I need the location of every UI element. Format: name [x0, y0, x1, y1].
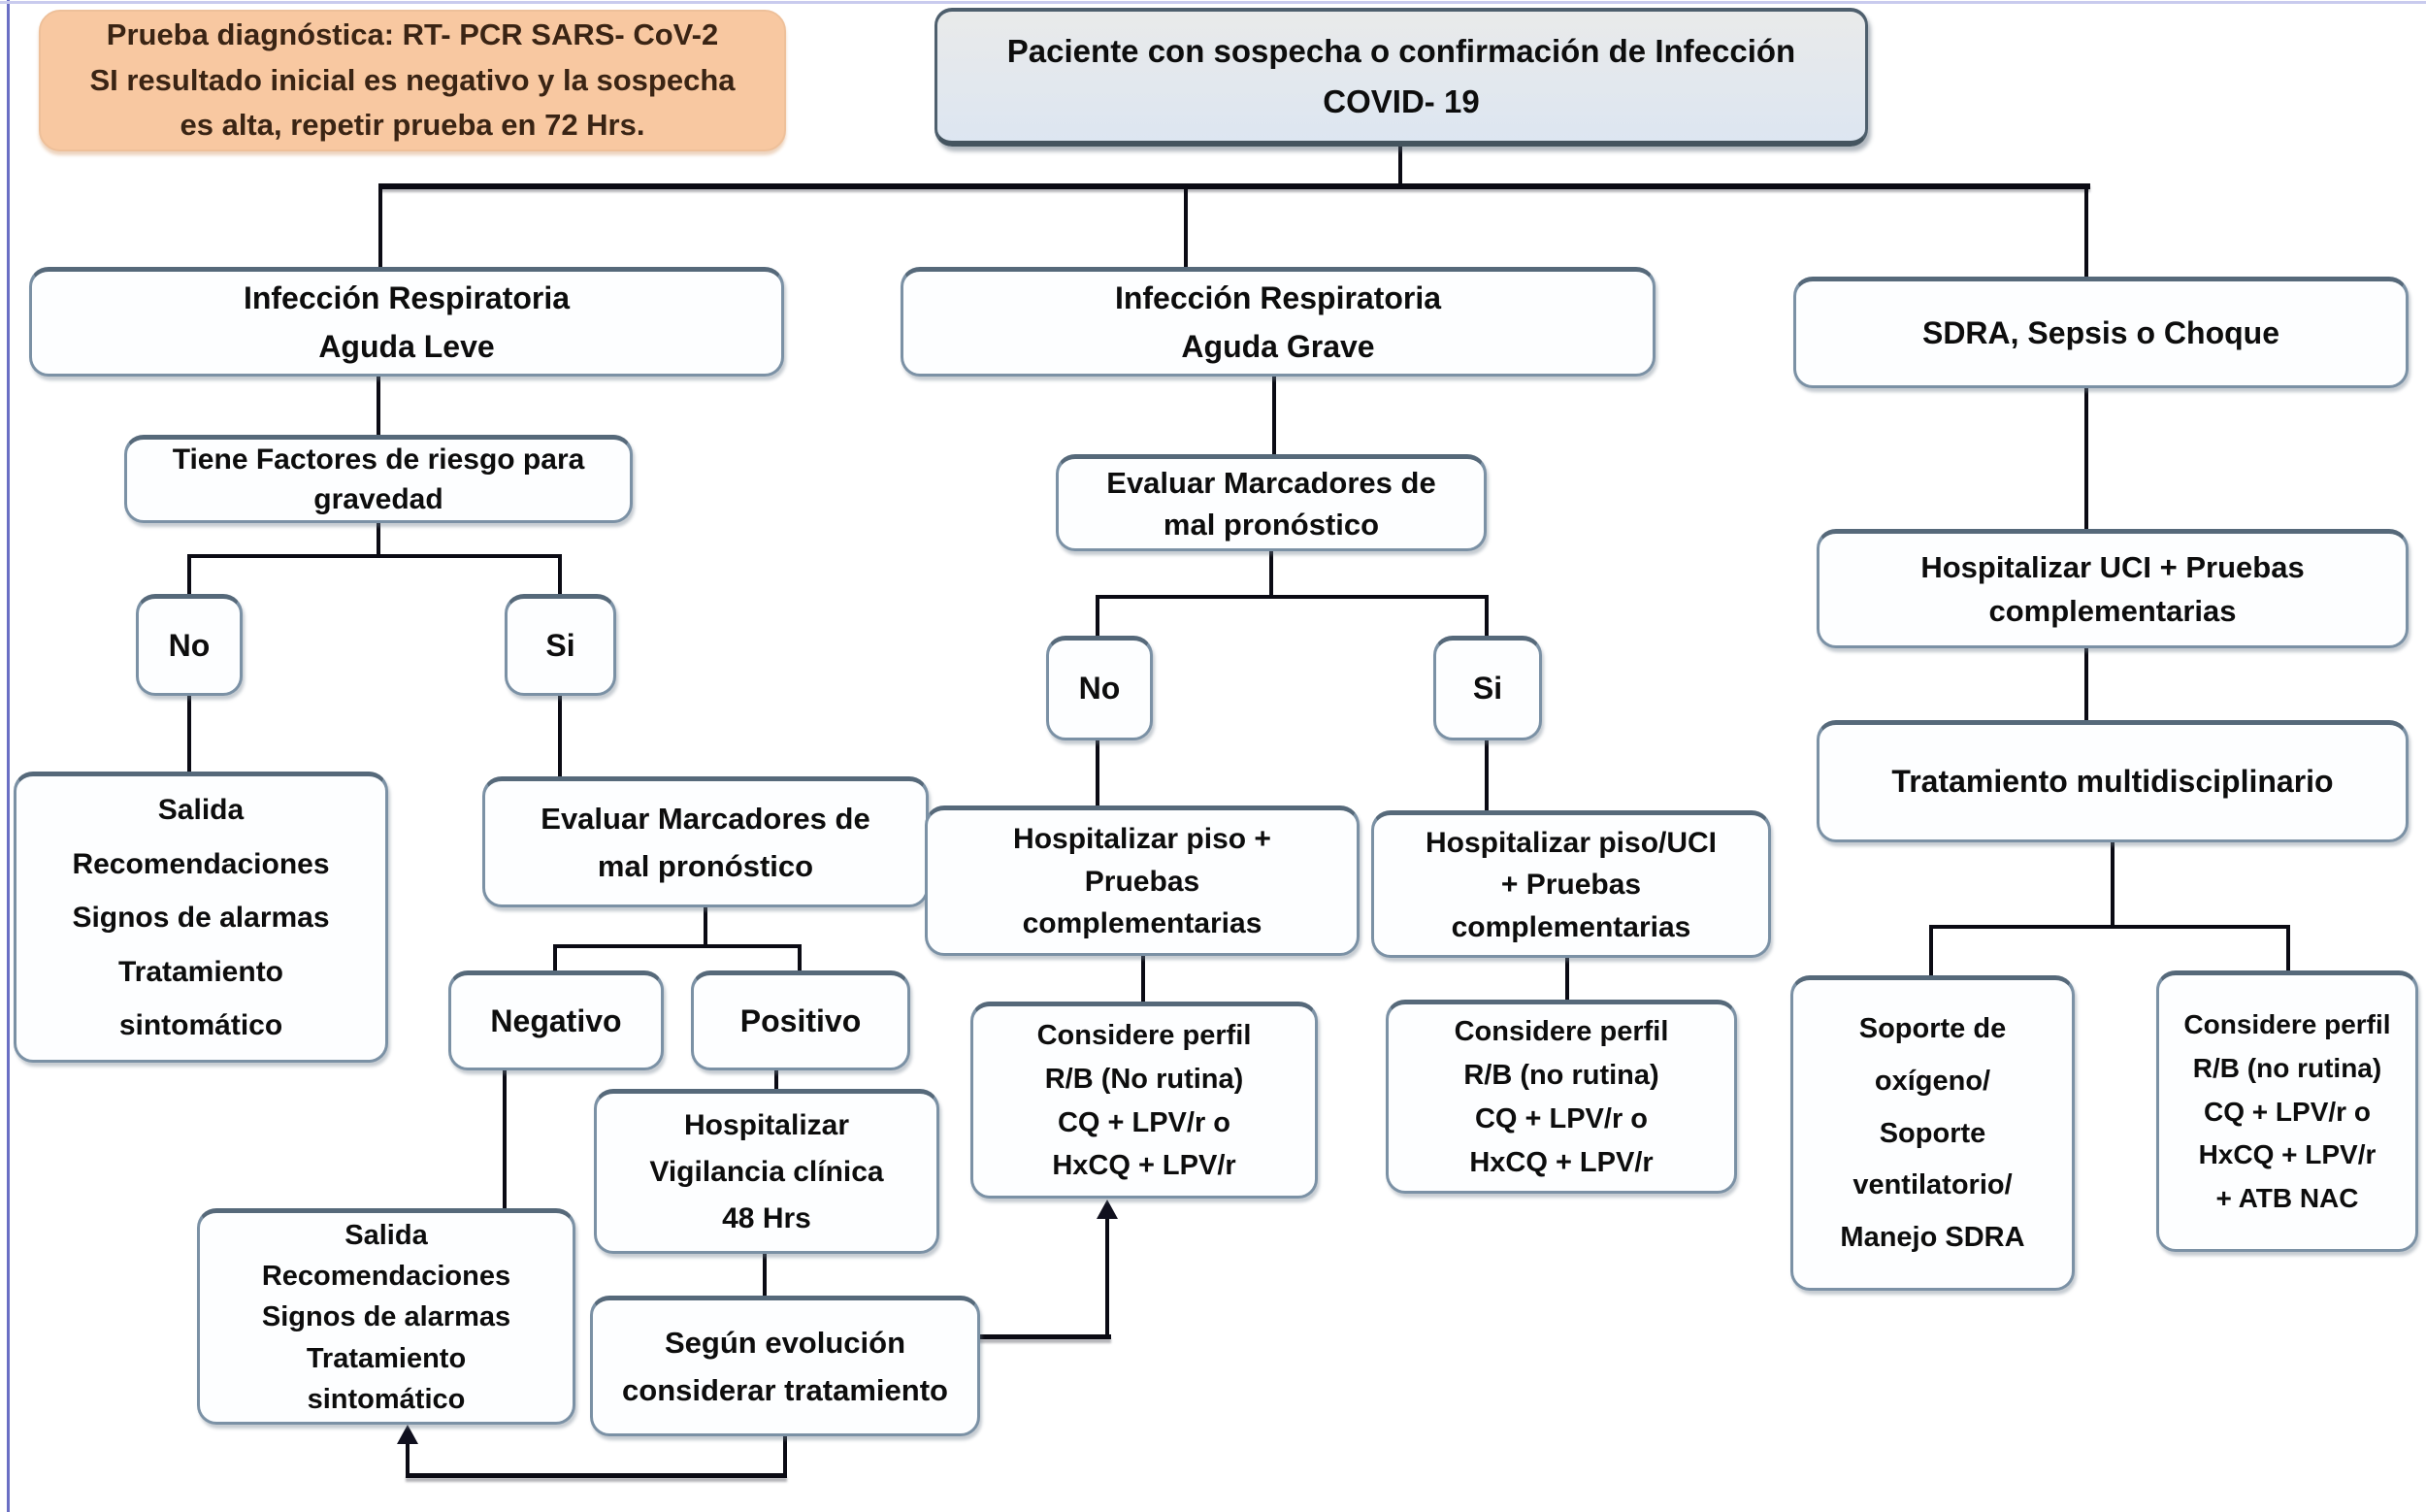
node-hospitalizar-piso-uci: Hospitalizar piso/UCI + Pruebas compleme… — [1371, 810, 1771, 958]
arrowhead-salida2 — [397, 1425, 418, 1444]
connector-msi-drop — [1485, 595, 1489, 638]
node-evaluar-marcadores-left: Evaluar Marcadores de mal pronóstico — [482, 776, 929, 907]
connector-si-evaluar — [558, 694, 562, 778]
node-ira-grave: Infección Respiratoria Aguda Grave — [901, 267, 1656, 377]
connector-bottom-up — [406, 1442, 410, 1477]
connector-soporte-drop — [1929, 925, 1933, 977]
connector-negpos-split — [553, 944, 802, 948]
connector-neg-salida2 — [503, 1068, 507, 1210]
connector-segun-down — [783, 1434, 787, 1477]
connector-hospsi-considere — [1565, 954, 1569, 1002]
connector-hosp-segun — [763, 1252, 767, 1298]
node-evaluar-marcadores-mid: Evaluar Marcadores de mal pronóstico — [1056, 454, 1487, 551]
connector-rcons-drop — [2286, 925, 2290, 972]
node-sdra-sepsis: SDRA, Sepsis o Choque — [1793, 277, 2409, 388]
node-positivo: Positivo — [691, 970, 910, 1070]
connector-pos-hospitalizar — [774, 1068, 778, 1092]
node-considere-perfil-atb: Considere perfil R/B (no rutina) CQ + LP… — [2156, 970, 2418, 1252]
node-segun-evolucion: Según evolución considerar tratamiento — [590, 1296, 980, 1436]
connector-uci-tratamiento — [2084, 646, 2088, 722]
connector-hospno-considere — [1141, 954, 1145, 1003]
node-salida-2: Salida Recomendaciones Signos de alarmas… — [197, 1208, 575, 1425]
connector-segun-right — [978, 1334, 1111, 1339]
node-tratamiento-multi: Tratamiento multidisciplinario — [1817, 720, 2409, 842]
node-mid-no: No — [1046, 636, 1153, 740]
page-top-border — [0, 1, 2426, 4]
connector-factores-stem — [377, 521, 380, 558]
connector-sdra-uci — [2084, 386, 2088, 531]
node-left-no: No — [136, 594, 243, 696]
node-left-si: Si — [505, 594, 616, 696]
node-negativo: Negativo — [448, 970, 664, 1070]
connector-lsi-drop — [558, 554, 562, 597]
connector-tratamiento-stem — [2111, 840, 2115, 929]
node-hospitalizar-vigilancia: Hospitalizar Vigilancia clínica 48 Hrs — [594, 1089, 939, 1254]
connector-evaluar-stem — [704, 905, 707, 948]
node-salida-1: Salida Recomendaciones Signos de alarmas… — [14, 772, 388, 1063]
connector-no-salida — [187, 694, 191, 773]
connector-drop-left — [378, 183, 382, 269]
node-ira-leve: Infección Respiratoria Aguda Leve — [29, 267, 784, 377]
node-paciente-covid: Paciente con sospecha o confirmación de … — [934, 8, 1868, 147]
connector-pos-drop — [798, 944, 802, 973]
note-prueba-diagnostica: Prueba diagnóstica: RT- PCR SARS- CoV-2 … — [39, 10, 786, 151]
page-left-border — [7, 0, 10, 1512]
connector-mid-split — [1096, 595, 1489, 599]
connector-neg-drop — [553, 944, 557, 973]
connector-msi-hosp — [1485, 739, 1489, 812]
node-factores-riesgo: Tiene Factores de riesgo para gravedad — [124, 435, 633, 523]
node-soporte: Soporte de oxígeno/ Soporte ventilatorio… — [1790, 975, 2075, 1291]
connector-left-split — [187, 554, 562, 558]
connector-leve-factores — [377, 375, 380, 437]
connector-mevaluar-stem — [1269, 549, 1273, 599]
connector-root-stem — [1398, 146, 1402, 186]
node-considere-perfil-no: Considere perfil R/B (No rutina) CQ + LP… — [970, 1002, 1318, 1199]
connector-drop-right — [2084, 183, 2088, 279]
node-considere-perfil-si: Considere perfil R/B (no rutina) CQ + LP… — [1386, 1000, 1737, 1194]
connector-bottom — [406, 1473, 787, 1478]
node-mid-si: Si — [1433, 636, 1542, 740]
connector-drop-middle — [1184, 183, 1188, 269]
node-hospitalizar-piso: Hospitalizar piso + Pruebas complementar… — [925, 805, 1360, 956]
connector-lno-drop — [187, 554, 191, 597]
arrowhead-considere — [1097, 1200, 1118, 1219]
connector-main-split — [380, 183, 2090, 189]
connector-right-split — [1929, 925, 2290, 929]
connector-segun-up — [1105, 1217, 1109, 1338]
connector-mno-hosp — [1096, 739, 1099, 807]
connector-grave-evaluar — [1272, 375, 1276, 456]
node-hospitalizar-uci: Hospitalizar UCI + Pruebas complementari… — [1817, 529, 2409, 648]
connector-mno-drop — [1096, 595, 1099, 638]
